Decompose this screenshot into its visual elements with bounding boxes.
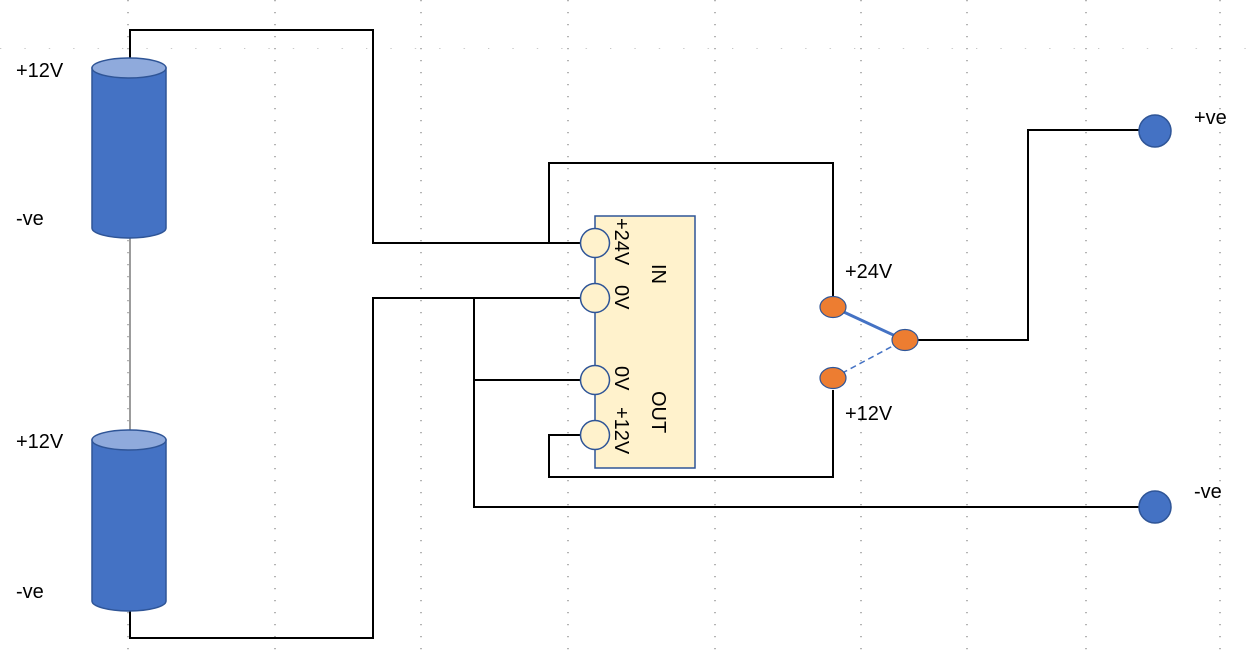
pin-label-out-12v: +12V (610, 407, 632, 455)
switch-alternate-path (832, 339, 905, 379)
battery-top-negative-label: -ve (16, 208, 44, 230)
converter-body (594, 215, 696, 469)
battery-top-body (91, 67, 167, 239)
voltage-switch: +24V +12V (819, 261, 919, 425)
wire-out-0v-link (473, 298, 583, 381)
switch-lower-label: +12V (845, 403, 893, 425)
converter-out-label: OUT (647, 391, 669, 433)
wire-top-battery-to-in-24v (129, 29, 583, 244)
wire-out-12v-to-switch-lower (548, 390, 834, 478)
switch-common-contact (891, 328, 919, 352)
pin-out-0v (579, 364, 611, 396)
pin-label-out-0v: 0V (610, 366, 632, 391)
battery-bottom (91, 429, 167, 612)
battery-top-positive-label: +12V (16, 60, 64, 82)
wire-bottom-battery-to-in-0v (129, 297, 583, 639)
battery-top (91, 57, 167, 239)
switch-upper-label: +24V (845, 261, 893, 283)
terminal-negative (1138, 490, 1172, 524)
terminal-positive-label: +ve (1194, 107, 1227, 129)
pin-in-24v (579, 227, 611, 259)
battery-bottom-cap (91, 429, 167, 451)
converter-in-label: IN (647, 264, 669, 284)
output-terminals: +ve -ve (1138, 107, 1227, 524)
switch-contact-lower (819, 366, 847, 390)
wires (129, 29, 1139, 639)
wire-ground-to-negative-terminal (473, 380, 1139, 508)
pin-label-in-0v: 0V (610, 285, 632, 310)
battery-top-cap (91, 57, 167, 79)
pin-in-0v (579, 282, 611, 314)
switch-contact-upper (819, 295, 847, 319)
terminal-positive (1138, 114, 1172, 148)
wire-in-24v-to-switch-upper (548, 162, 834, 297)
battery-bottom-negative-label: -ve (16, 581, 44, 603)
terminal-negative-label: -ve (1194, 481, 1222, 503)
battery-bottom-positive-label: +12V (16, 431, 64, 453)
pin-label-in-24v: +24V (610, 218, 632, 266)
dc-converter: +24V 0V 0V +12V IN OUT (579, 215, 696, 469)
wire-switch-to-positive-terminal (918, 129, 1139, 341)
pin-out-12v (579, 419, 611, 451)
battery-bottom-body (91, 439, 167, 612)
